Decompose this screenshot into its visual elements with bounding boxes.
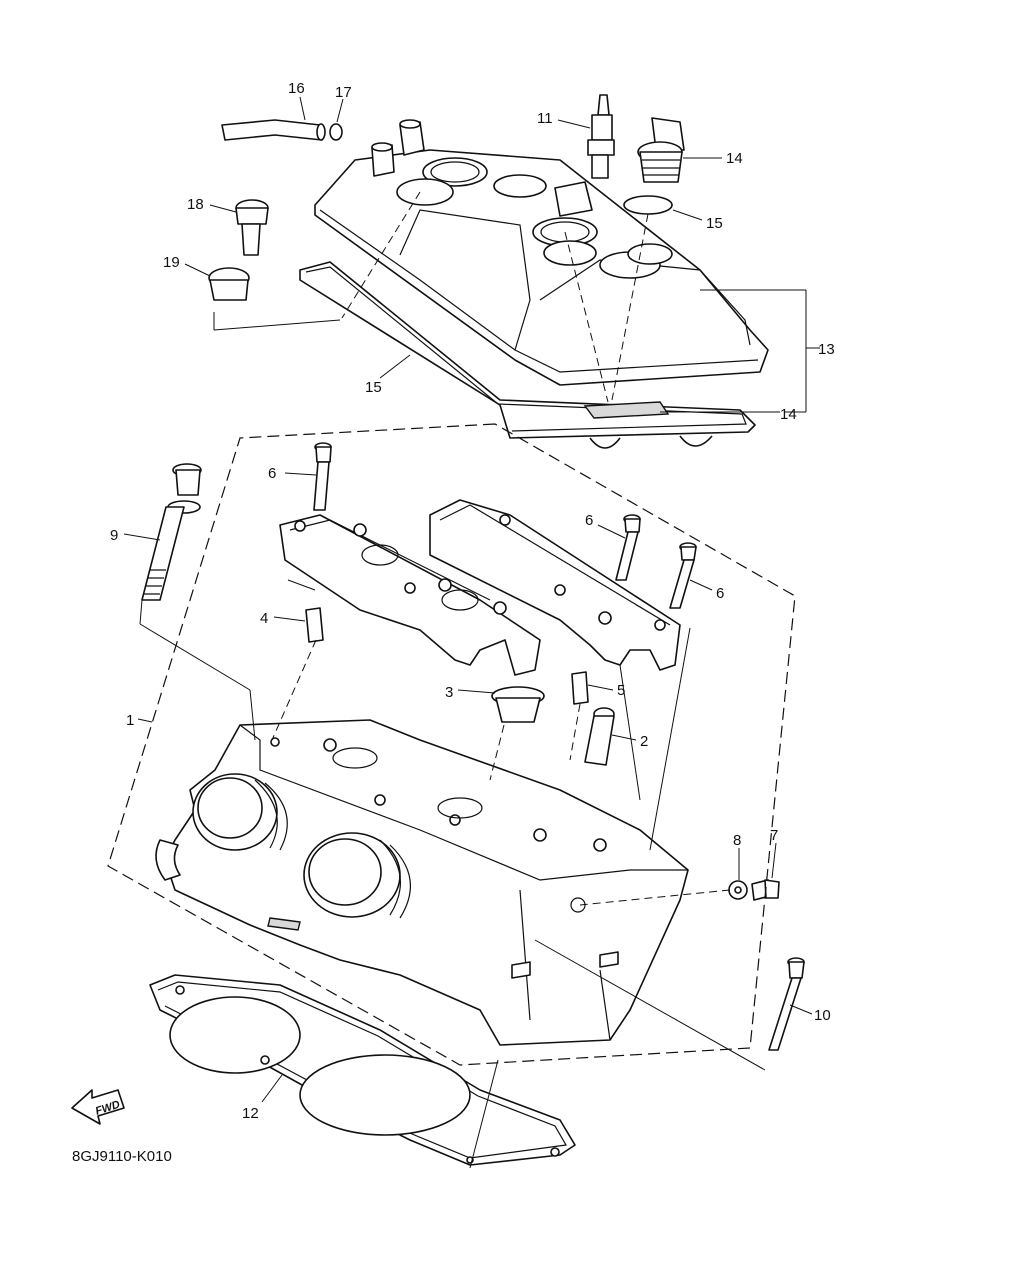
callout-9: 9 — [110, 527, 118, 544]
cover-bolt — [235, 199, 269, 256]
callout-11: 11 — [537, 110, 553, 127]
assembly-outline — [107, 423, 796, 1066]
cylinder-head-cover — [299, 119, 769, 449]
callout-19: 17 — [335, 84, 352, 101]
fwd-arrow-icon: FWD — [71, 1089, 125, 1125]
callout-14: 14 — [780, 406, 797, 423]
dowel-pin-b — [571, 671, 589, 705]
o-ring — [623, 195, 673, 215]
callout-21: 19 — [163, 254, 180, 271]
callout-3: 3 — [445, 684, 453, 701]
callout-15: 15 — [365, 379, 382, 396]
callout-10: 10 — [814, 1007, 831, 1024]
callout-6c: 6 — [716, 585, 724, 602]
cap-bolt-b — [615, 514, 641, 581]
valve-stem-part — [584, 707, 615, 766]
callout-6b: 6 — [585, 512, 593, 529]
hose-clip — [329, 123, 343, 141]
callout-20: 18 — [187, 196, 204, 213]
cylinder-head-gasket — [149, 974, 576, 1166]
diagram-code: 8GJ9110-K010 — [72, 1148, 172, 1165]
blind-plug — [491, 686, 545, 723]
breather-hose — [221, 119, 323, 141]
callout-7: 7 — [770, 827, 778, 844]
callout-12: 12 — [242, 1105, 259, 1122]
callout-2: 2 — [640, 733, 648, 750]
callout-6a: 6 — [268, 465, 276, 482]
callout-18: 16 — [288, 80, 305, 97]
callout-leaders — [123, 96, 820, 1103]
cylinder-head — [155, 719, 689, 1046]
dowel-pin-a — [305, 607, 324, 643]
callout-17: 15 — [706, 215, 723, 232]
cap-bolt-c — [669, 542, 697, 609]
grommet — [208, 267, 250, 301]
cap-bolt-a — [313, 442, 332, 511]
oil-filler-cap — [637, 117, 685, 183]
callout-1: 1 — [126, 712, 134, 729]
camshaft-cap-right — [429, 499, 681, 671]
callout-16: 14 — [726, 150, 743, 167]
callout-13: 13 — [818, 341, 835, 358]
head-bolt-short — [768, 957, 805, 1051]
callout-5: 5 — [617, 682, 625, 699]
head-bolt-long — [141, 463, 202, 601]
callout-8: 8 — [733, 832, 741, 849]
spark-plug — [587, 94, 615, 179]
camshaft-cap-left — [279, 514, 541, 676]
callout-4: 4 — [260, 610, 268, 627]
